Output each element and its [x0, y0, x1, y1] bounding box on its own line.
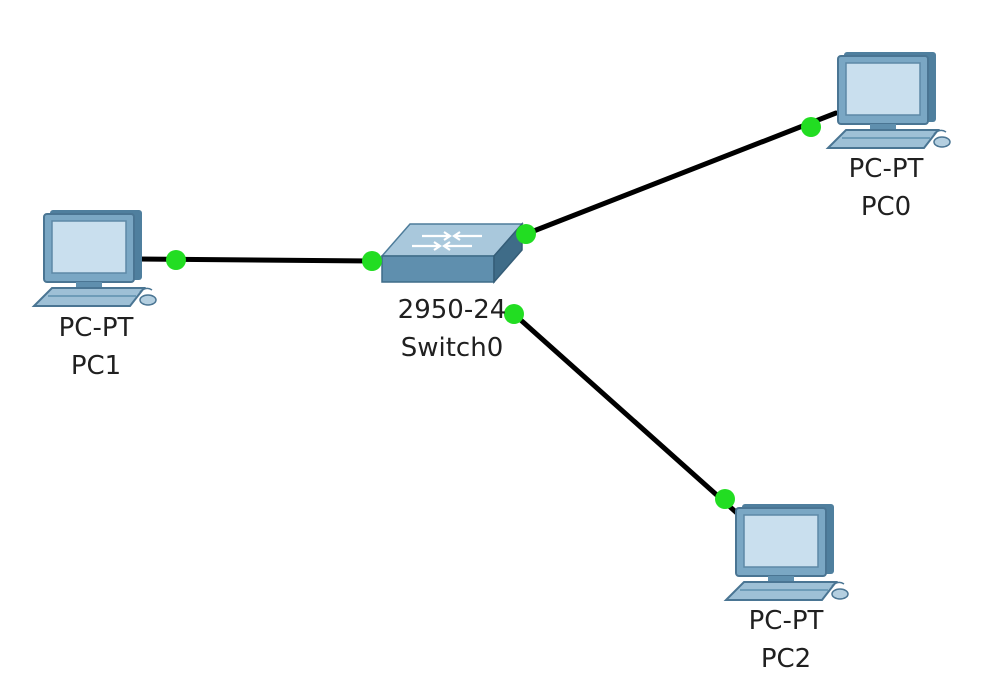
pc-icon [33, 209, 157, 307]
device-pc1[interactable] [33, 209, 157, 307]
port-status-light [504, 304, 524, 324]
switch-icon [380, 222, 524, 284]
device-pc0[interactable] [827, 51, 951, 149]
pc-icon [725, 503, 849, 601]
port-status-light [362, 251, 382, 271]
pc-icon [827, 51, 951, 149]
pc2-name-label: PC2 [761, 644, 811, 674]
ports-layer [166, 117, 821, 509]
switch0-model-label: 2950-24 [398, 295, 507, 325]
pc1-model-label: PC-PT [59, 313, 134, 343]
pc1-name-label: PC1 [71, 351, 121, 381]
pc0-model-label: PC-PT [849, 154, 924, 184]
port-status-light [166, 250, 186, 270]
labels-layer: PC-PT PC0 PC-PT PC1 PC-PT PC2 2950-24 Sw… [59, 154, 924, 674]
device-switch0[interactable] [380, 222, 524, 284]
port-status-light [516, 224, 536, 244]
port-status-light [801, 117, 821, 137]
switch0-name-label: Switch0 [401, 333, 504, 363]
device-pc2[interactable] [725, 503, 849, 601]
link-switch0-pc2[interactable] [511, 311, 741, 517]
pc2-model-label: PC-PT [749, 606, 824, 636]
pc0-name-label: PC0 [861, 192, 911, 222]
port-status-light [715, 489, 735, 509]
link-switch0-pc0[interactable] [523, 110, 839, 237]
